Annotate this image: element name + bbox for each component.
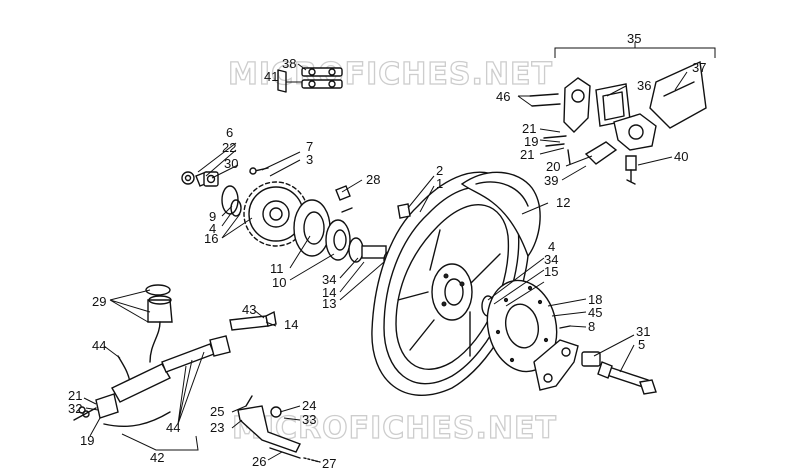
chain-link-group — [277, 67, 343, 93]
callout-15: 15 — [544, 264, 558, 279]
callout-37: 37 — [692, 60, 706, 75]
caliper-cover — [649, 60, 707, 129]
callout-14-hub: 14 — [322, 285, 336, 300]
chain-guard — [460, 171, 541, 258]
callout-16: 16 — [204, 231, 218, 246]
valve — [397, 203, 411, 219]
pad-spring — [584, 141, 618, 165]
banjo-fitting — [95, 393, 119, 419]
callout-24: 24 — [302, 398, 316, 413]
callout-21-caliper-b: 21 — [520, 147, 534, 162]
callout-42: 42 — [150, 450, 164, 465]
callout-9: 9 — [209, 209, 216, 224]
pushrod — [161, 343, 215, 373]
callout-12: 12 — [556, 195, 570, 210]
callout-25: 25 — [210, 404, 224, 419]
callout-18: 18 — [588, 292, 602, 307]
reservoir — [147, 299, 173, 323]
callout-44-pushrod: 44 — [166, 420, 180, 435]
callout-1: 1 — [436, 176, 443, 191]
brake-caliper-group — [529, 42, 716, 185]
callout-43: 43 — [242, 302, 256, 317]
watermark-top: MICROFICHES.NET — [228, 57, 553, 92]
callout-39: 39 — [544, 173, 558, 188]
callout-41: 41 — [264, 69, 278, 84]
callout-4-disc: 4 — [548, 239, 555, 254]
callout-6: 6 — [226, 125, 233, 140]
reservoir-cap — [145, 284, 171, 296]
callout-36: 36 — [637, 78, 651, 93]
callout-10: 10 — [272, 275, 286, 290]
callout-21-caliper-a: 21 — [522, 121, 536, 136]
cush-drive-hub — [293, 185, 353, 261]
callout-7: 7 — [306, 139, 313, 154]
callout-26: 26 — [252, 454, 266, 469]
pivot-bushing — [270, 406, 282, 418]
callout-32: 32 — [68, 401, 82, 416]
linkage-rod — [229, 315, 269, 331]
callout-13: 13 — [322, 296, 336, 311]
callout-19-master: 19 — [80, 433, 94, 448]
master-cylinder-body — [111, 363, 171, 403]
callout-3: 3 — [306, 152, 313, 167]
caliper-bolts — [529, 93, 561, 107]
caliper-half — [613, 113, 657, 151]
callout-38: 38 — [282, 56, 296, 71]
callout-21-master: 21 — [68, 388, 82, 403]
brake-master-cylinder — [73, 284, 277, 427]
callout-45: 45 — [588, 305, 602, 320]
callout-4-sprocket: 4 — [209, 221, 216, 236]
callout-23: 23 — [210, 420, 224, 435]
rear-axle — [559, 325, 657, 395]
pedal-bolt — [269, 447, 301, 459]
callout-34-disc: 34 — [544, 252, 558, 267]
callout-35: 35 — [627, 31, 641, 46]
callout-40: 40 — [674, 149, 688, 164]
hose-44 — [117, 355, 131, 383]
callout-22: 22 — [222, 140, 236, 155]
callout-30: 30 — [224, 156, 238, 171]
caliper-bracket — [533, 339, 579, 391]
bolt-8 — [559, 325, 571, 329]
bracket-42 — [121, 433, 199, 451]
pin-clip — [625, 155, 637, 171]
callout-33: 33 — [302, 412, 316, 427]
brake-line — [103, 411, 171, 427]
brake-disc — [486, 279, 558, 373]
bleed-screw — [543, 135, 567, 147]
caliper-body — [563, 77, 591, 133]
callout-46: 46 — [496, 89, 510, 104]
callout-19-caliper: 19 — [524, 134, 538, 149]
bracket-35 — [554, 47, 716, 58]
callout-44-hose: 44 — [92, 338, 106, 353]
callout-14-rod: 14 — [284, 317, 298, 332]
callout-20: 20 — [546, 159, 560, 174]
callout-11: 11 — [270, 261, 284, 276]
callout-27: 27 — [322, 456, 336, 471]
callout-2: 2 — [436, 163, 443, 178]
callout-28: 28 — [366, 172, 380, 187]
callout-29: 29 — [92, 294, 106, 309]
wheel-hub — [431, 263, 473, 321]
reservoir-hose — [149, 321, 161, 363]
brake-pedal — [237, 395, 321, 463]
callout-8: 8 — [588, 319, 595, 334]
callout-5: 5 — [638, 337, 645, 352]
callout-34-hub: 34 — [322, 272, 336, 287]
callout-31: 31 — [636, 324, 650, 339]
